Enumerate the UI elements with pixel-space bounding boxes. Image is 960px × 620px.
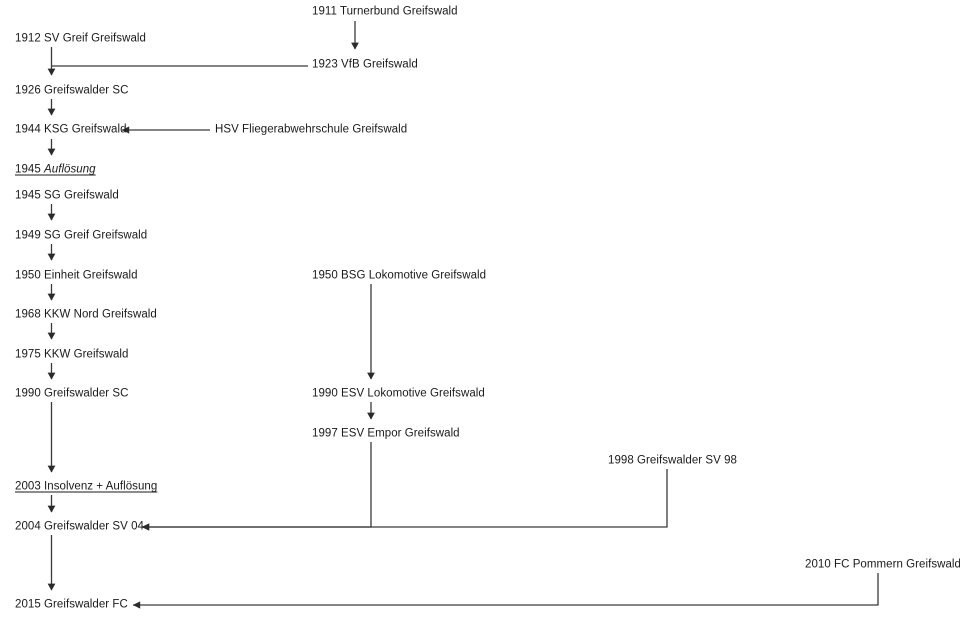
node-1975-kkw-greifswald: 1975 KKW Greifswald <box>15 348 129 361</box>
node-2015-greifswalder-fc: 2015 Greifswalder FC <box>15 598 128 611</box>
node-1950-einheit-greifswald: 1950 Einheit Greifswald <box>15 269 138 282</box>
edge-1998-to-2004 <box>141 469 668 531</box>
node-1950-bsg-lokomotive-greifswald: 1950 BSG Lokomotive Greifswald <box>312 269 487 282</box>
node-1990-greifswalder-sc: 1990 Greifswalder SC <box>15 387 129 400</box>
node-2003-insolvenz-aufloesung: 2003 Insolvenz + Auflösung <box>15 480 158 493</box>
node-1990-esv-lokomotive-greifswald: 1990 ESV Lokomotive Greifswald <box>312 387 485 400</box>
node-1945-sg-greifswald: 1945 SG Greifswald <box>15 189 119 202</box>
node-1926-greifswalder-sc: 1926 Greifswalder SC <box>15 84 129 97</box>
node-1997-esv-empor-greifswald: 1997 ESV Empor Greifswald <box>312 427 460 440</box>
node-1945-event: Auflösung <box>44 163 96 176</box>
edge-2010-to-2015 <box>132 573 879 609</box>
node-1968-kkw-nord-greifswald: 1968 KKW Nord Greifswald <box>15 308 157 321</box>
node-1923-vfb-greifswald: 1923 VfB Greifswald <box>312 58 418 71</box>
node-1949-sg-greif-greifswald: 1949 SG Greif Greifswald <box>15 229 148 242</box>
node-1945-aufloesung: 1945 Auflösung <box>15 164 96 177</box>
edge-1997-to-2004 <box>141 442 372 531</box>
node-hsv-fliegerabwehrschule-greifswald: HSV Fliegerabwehrschule Greifswald <box>215 123 408 136</box>
node-2010-fc-pommern-greifswald: 2010 FC Pommern Greifswald <box>805 558 960 571</box>
node-1998-greifswalder-sv-98: 1998 Greifswalder SV 98 <box>608 454 737 467</box>
node-1912-sv-greif-greifswald: 1912 SV Greif Greifswald <box>15 32 146 45</box>
node-1911-turnerbund-greifswald: 1911 Turnerbund Greifswald <box>312 5 458 18</box>
node-1944-ksg-greifswald: 1944 KSG Greifswald <box>15 123 127 136</box>
node-2004-greifswalder-sv-04: 2004 Greifswalder SV 04 <box>15 520 144 533</box>
node-1945-year: 1945 <box>15 163 45 176</box>
